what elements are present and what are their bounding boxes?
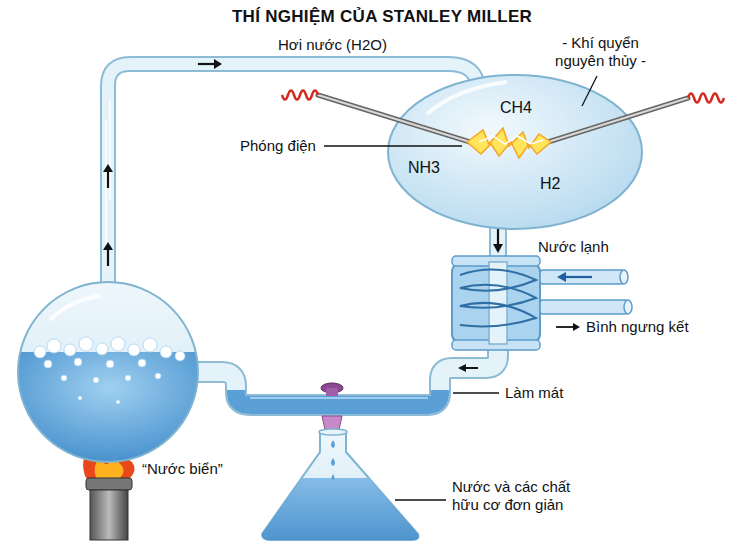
inlet-mouth [620, 270, 628, 284]
product-label: Nước và các chất hữu cơ đơn giản [452, 478, 587, 514]
leader-line [324, 145, 462, 146]
gas-formula: CH4 [500, 98, 532, 117]
bubble [96, 343, 108, 355]
water-drop [332, 474, 335, 480]
electrode-core [318, 95, 470, 142]
flow-arrow-head [493, 244, 503, 253]
stopcock-stem [326, 388, 338, 396]
discharge-label: Phóng điện [240, 137, 316, 155]
bubble [74, 358, 82, 366]
water-drop [331, 440, 335, 448]
bubble [155, 373, 161, 379]
flow-arrow-head [103, 242, 113, 250]
flask-mouth [319, 429, 347, 435]
electrode [548, 98, 688, 142]
wire-coil [282, 91, 318, 100]
wire-coil [688, 94, 724, 103]
sea-water-label: “Nước biển” [142, 460, 223, 478]
leader-line [395, 499, 446, 500]
bubble [143, 338, 157, 352]
bubble [47, 339, 61, 353]
bubble [34, 346, 46, 358]
bubble [111, 337, 125, 351]
flow-arrow-head [103, 164, 113, 172]
bubble [116, 400, 120, 404]
leader-line [582, 76, 597, 106]
bubble [44, 360, 52, 368]
flask-water [262, 478, 422, 548]
bubble [79, 337, 93, 351]
gas-formula: NH3 [408, 158, 440, 177]
bubble [175, 351, 185, 361]
condenser-jacket [452, 262, 540, 344]
burner [90, 490, 128, 540]
return-pipe-outline [190, 340, 498, 405]
bubble [78, 396, 82, 400]
condenser-label: Bình ngưng kết [586, 318, 689, 336]
water-outlet [540, 300, 628, 314]
bubble [125, 375, 131, 381]
tube-highlight [106, 100, 110, 250]
flow-arrow-head [458, 364, 466, 372]
burner-top [86, 478, 132, 490]
cold-water-inlet [540, 270, 624, 284]
inlet-arrow-head [557, 272, 566, 282]
vapour-label: Hơi nước (H2O) [278, 36, 387, 54]
gas-formula: H2 [540, 174, 560, 193]
inlet-arrow [562, 276, 592, 278]
leader-line [453, 392, 499, 393]
cold-water-label: Nước lạnh [538, 238, 609, 256]
flow-arrow-head [214, 59, 222, 69]
pipe-water-surface [250, 397, 428, 399]
bubble [64, 344, 76, 356]
sea-water-flask-outline [18, 282, 198, 462]
flask-highlight [50, 296, 100, 320]
water-drop [331, 458, 335, 466]
bubbles [34, 337, 185, 404]
bubble [106, 360, 114, 368]
condenser-coil [460, 270, 536, 327]
bubble [128, 344, 140, 356]
diagram-title: THÍ NGHIỆM CỦA STANLEY MILLER [20, 6, 744, 28]
return-pipe [190, 340, 498, 405]
spark-core [479, 136, 543, 144]
atmosphere-flask: CH4NH3H2 [387, 74, 643, 230]
outlet-arrow-head [573, 323, 580, 331]
bubble [138, 359, 146, 367]
sphere-outline [387, 74, 643, 230]
bubble [61, 375, 67, 381]
sphere-body [388, 75, 642, 229]
sphere-highlight [427, 82, 507, 114]
bubble [160, 346, 172, 358]
cooling-label: Làm mát [505, 384, 563, 402]
electrode [318, 95, 470, 142]
sea-water [10, 352, 210, 472]
electric-spark [467, 128, 551, 158]
electrode-core [548, 98, 688, 142]
outlet-arrow [556, 326, 575, 328]
outlet-mouth [624, 300, 632, 314]
atmosphere-label: - Khí quyển nguyên thủy - [548, 34, 653, 70]
bubble [93, 377, 99, 383]
